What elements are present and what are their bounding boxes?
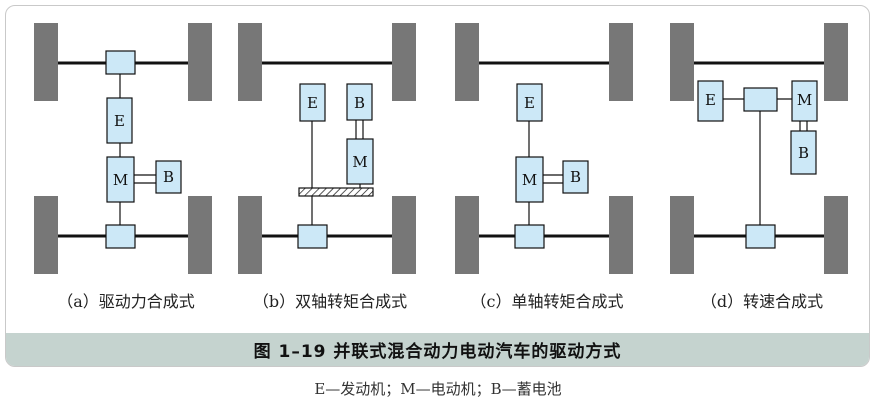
motor-box bbox=[515, 156, 544, 203]
wheel bbox=[455, 196, 479, 274]
panel-d: E M B （d）转速合成式 bbox=[670, 23, 848, 311]
wheel bbox=[824, 196, 848, 274]
rear-transfer-box bbox=[514, 224, 545, 249]
motor-box bbox=[791, 80, 818, 122]
engine-box bbox=[299, 83, 326, 122]
panel-c: E M B （c）单轴转矩合成式 bbox=[455, 23, 633, 311]
battery-box bbox=[155, 160, 182, 194]
wheel bbox=[670, 23, 694, 101]
front-transfer-box bbox=[105, 50, 136, 75]
rear-transfer-box bbox=[105, 224, 136, 249]
wheel bbox=[455, 23, 479, 101]
wheel bbox=[238, 196, 262, 274]
motor-label: M bbox=[522, 171, 537, 189]
figure: E M B （a）驱动力合成式 E B M （ bbox=[5, 5, 870, 367]
battery-box bbox=[346, 83, 373, 121]
engine-label: E bbox=[114, 112, 125, 130]
wheel bbox=[824, 23, 848, 101]
panel-a-title: （a）驱动力合成式 bbox=[57, 292, 195, 311]
engine-label: E bbox=[705, 91, 716, 109]
wheel bbox=[238, 23, 262, 101]
powertrain-diagram: E M B （a）驱动力合成式 E B M （ bbox=[34, 23, 848, 311]
panel-c-title: （c）单轴转矩合成式 bbox=[471, 292, 624, 311]
motor-box bbox=[346, 138, 374, 185]
battery-label: B bbox=[354, 94, 365, 112]
motor-label: M bbox=[352, 153, 367, 171]
engine-box bbox=[106, 97, 133, 144]
wheel bbox=[188, 196, 212, 274]
motor-box bbox=[106, 156, 135, 203]
wheel bbox=[34, 23, 58, 101]
wheel bbox=[392, 196, 416, 274]
wheel bbox=[34, 196, 58, 274]
planetary-gear-box bbox=[743, 87, 778, 112]
engine-label: E bbox=[307, 94, 318, 112]
battery-label: B bbox=[163, 168, 174, 186]
gear-coupling bbox=[298, 187, 374, 197]
wheel bbox=[188, 23, 212, 101]
wheel bbox=[609, 23, 633, 101]
engine-box bbox=[516, 83, 543, 122]
engine-label: E bbox=[524, 94, 535, 112]
rear-transfer-box bbox=[745, 224, 776, 249]
wheel bbox=[392, 23, 416, 101]
battery-label: B bbox=[798, 144, 809, 162]
battery-box bbox=[562, 160, 589, 194]
motor-label: M bbox=[797, 91, 812, 109]
rear-transfer-box bbox=[297, 224, 328, 249]
motor-label: M bbox=[113, 171, 128, 189]
panel-b: E B M （b）双轴转矩合成式 bbox=[238, 23, 416, 311]
wheel bbox=[609, 196, 633, 274]
panel-d-title: （d）转速合成式 bbox=[701, 292, 823, 311]
panel-a: E M B （a）驱动力合成式 bbox=[34, 23, 212, 311]
engine-box bbox=[697, 80, 724, 122]
panel-b-title: （b）双轴转矩合成式 bbox=[253, 292, 407, 311]
figure-caption: 图 1–19 并联式混合动力电动汽车的驱动方式 bbox=[6, 333, 869, 366]
wheel bbox=[670, 196, 694, 274]
battery-label: B bbox=[570, 168, 581, 186]
figure-legend: E—发动机；M—电动机；B—蓄电池 bbox=[314, 380, 562, 398]
battery-box bbox=[790, 130, 817, 175]
